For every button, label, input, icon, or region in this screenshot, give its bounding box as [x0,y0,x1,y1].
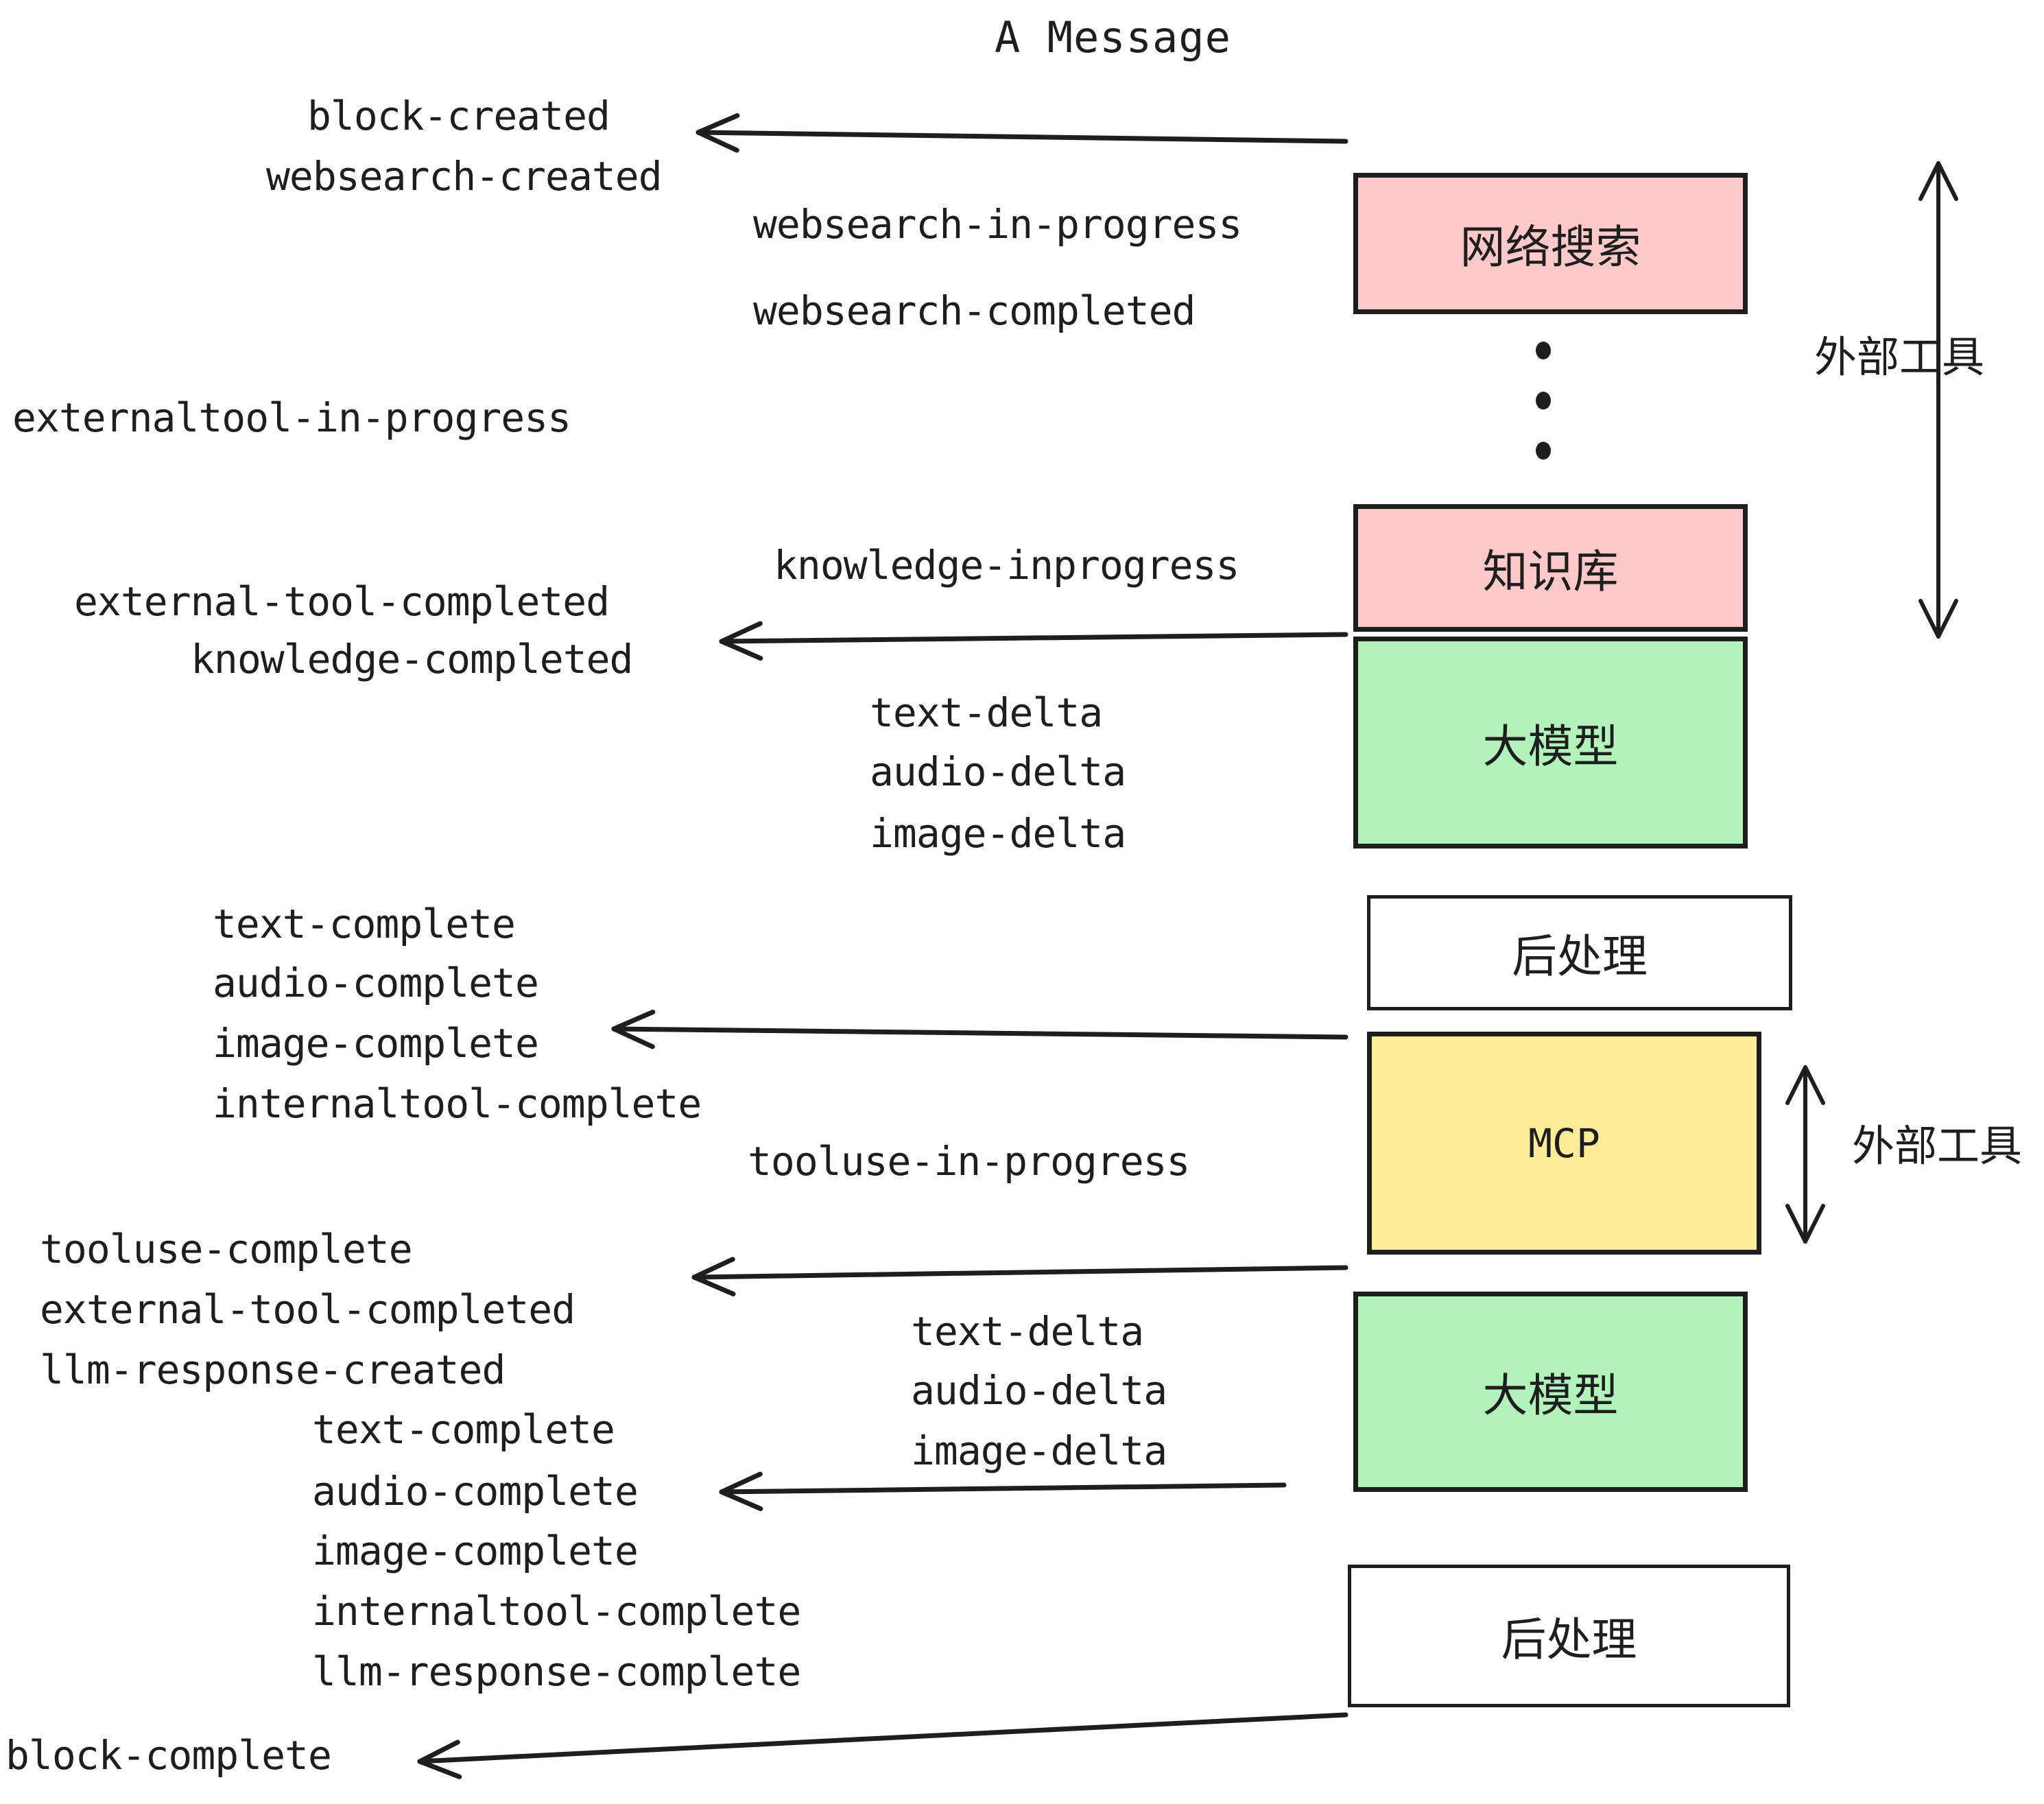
side-label-external-tool-lower: 外部工具 [1852,1121,2023,1171]
event-label-text-delta-2: text-delta [911,1308,1144,1355]
node-mcp[interactable]: MCP [1367,1032,1761,1255]
event-label-audio-complete-2: audio-complete [312,1468,639,1515]
event-label-text-delta-1: text-delta [870,689,1103,736]
arrow-arrow-mcp-to-tooluse [691,1257,1348,1296]
event-label-image-complete-1: image-complete [213,1020,539,1067]
bidirectional-arrow-external-tool-arrow-upper [1918,161,1958,639]
arrow-arrow-llm-to-audio [719,1471,1287,1512]
event-label-audio-delta-2: audio-delta [911,1367,1167,1414]
event-label-image-delta-1: image-delta [870,810,1126,857]
event-label-external-tool-completed-2: external-tool-completed [40,1286,575,1333]
side-label-external-tool-upper: 外部工具 [1814,332,1985,382]
event-label-block-complete: block-complete [5,1732,332,1779]
event-label-knowledge-inprogress: knowledge-inprogress [774,542,1239,589]
node-llm-bottom-label: 大模型 [1482,1369,1619,1422]
arrow-arrow-websearch-to-block [696,113,1348,153]
node-knowledge-label: 知识库 [1482,545,1619,598]
node-llm-bottom[interactable]: 大模型 [1353,1292,1748,1492]
event-label-tooluse-in-progress: tooluse-in-progress [748,1138,1190,1185]
event-label-internaltool-complete-2: internaltool-complete [312,1588,801,1635]
event-label-text-complete-1: text-complete [213,901,516,947]
event-label-websearch-in-progress: websearch-in-progress [753,201,1242,248]
node-websearch-label: 网络搜索 [1460,221,1641,274]
event-label-llm-response-complete: llm-response-complete [312,1648,801,1695]
event-label-block-created: block-created [307,93,610,139]
node-llm-top-label: 大模型 [1482,720,1619,773]
node-postprocess-top[interactable]: 后处理 [1367,895,1792,1010]
node-postprocess-bottom[interactable]: 后处理 [1348,1565,1790,1707]
event-label-internaltool-complete-1: internaltool-complete [213,1080,702,1127]
event-label-audio-complete-1: audio-complete [213,960,539,1006]
vertical-ellipsis-icon [1535,342,1552,460]
page-title: A Message [995,12,1231,62]
event-label-audio-delta-1: audio-delta [870,748,1126,795]
event-label-tooluse-complete: tooluse-complete [40,1226,413,1272]
node-llm-top[interactable]: 大模型 [1353,637,1748,848]
event-label-knowledge-completed: knowledge-completed [191,636,633,683]
node-postprocess-top-label: 后处理 [1512,930,1648,983]
ellipsis-dot [1536,392,1551,410]
arrow-arrow-post-to-image [611,1009,1348,1049]
event-label-image-delta-2: image-delta [911,1427,1167,1474]
event-label-image-complete-2: image-complete [312,1528,639,1574]
event-label-externaltool-in-progress: externaltool-in-progress [12,394,571,441]
event-label-websearch-created: websearch-created [266,153,663,200]
event-label-llm-response-created: llm-response-created [40,1346,506,1393]
node-mcp-label: MCP [1528,1119,1600,1167]
node-postprocess-bottom-label: 后处理 [1501,1613,1637,1666]
ellipsis-dot [1536,442,1551,460]
node-websearch[interactable]: 网络搜索 [1353,173,1748,314]
bidirectional-arrow-external-tool-arrow-lower [1785,1065,1825,1244]
event-label-websearch-completed: websearch-completed [753,287,1196,334]
ellipsis-dot [1536,342,1551,359]
event-label-text-complete-2: text-complete [312,1406,615,1453]
node-knowledge[interactable]: 知识库 [1353,504,1748,632]
arrow-arrow-postbottom-to-block [417,1712,1348,1779]
arrow-arrow-knowledge-to-left [719,621,1348,661]
event-label-external-tool-completed-1: external-tool-completed [74,578,610,625]
